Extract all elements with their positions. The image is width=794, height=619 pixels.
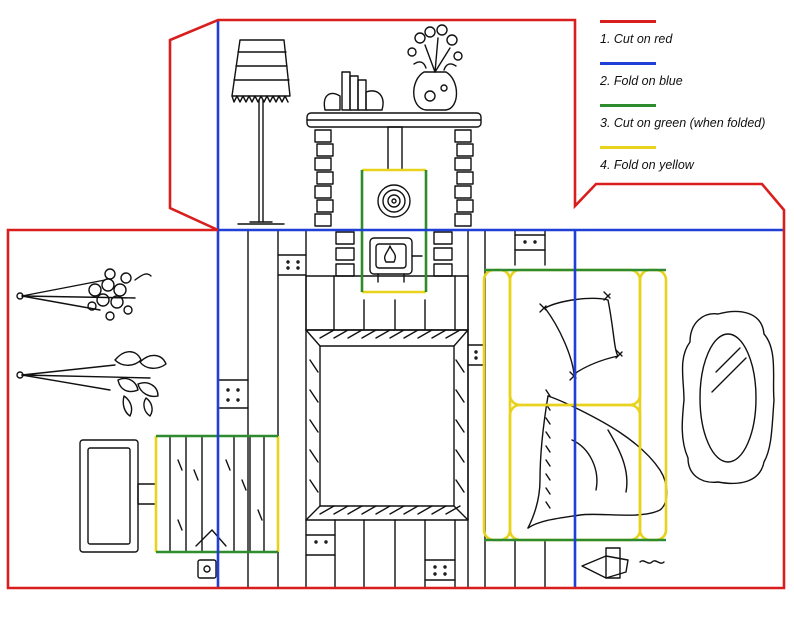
hanging-planters-drawing [16, 268, 167, 417]
legend-item-fold-blue: 2. Fold on blue [598, 54, 788, 96]
fireplace-drawing [305, 24, 482, 331]
yellow-fold-lines [154, 168, 668, 552]
sofa-details-drawing [527, 291, 668, 529]
legend-label: 3. Cut on green (when folded) [600, 116, 766, 130]
blue-fold-lines [216, 20, 784, 588]
floor-lamp-drawing [231, 39, 291, 225]
side-lamp-drawing [581, 547, 665, 579]
mirror-drawing [681, 310, 775, 485]
rug-drawing [305, 329, 469, 521]
red-cut-lines [6, 18, 786, 590]
yellow-line-swatch [600, 146, 656, 149]
coffee-table-drawing [169, 435, 265, 579]
legend-label: 4. Fold on yellow [600, 158, 694, 172]
tv-drawing [79, 439, 157, 553]
legend-item-cut-green: 3. Cut on green (when folded) [598, 96, 788, 138]
legend-item-fold-yellow: 4. Fold on yellow [598, 138, 788, 180]
red-line-swatch [600, 20, 656, 23]
legend-label: 1. Cut on red [600, 32, 673, 46]
floorboards [217, 229, 546, 589]
ink-drawings [16, 24, 775, 589]
legend-label: 2. Fold on blue [600, 74, 683, 88]
instructions-legend: 1. Cut on red 2. Fold on blue 3. Cut on … [598, 12, 788, 180]
green-cut-lines [156, 170, 666, 554]
legend-item-cut-red: 1. Cut on red [598, 12, 788, 54]
green-line-swatch [600, 104, 656, 107]
blue-line-swatch [600, 62, 656, 65]
